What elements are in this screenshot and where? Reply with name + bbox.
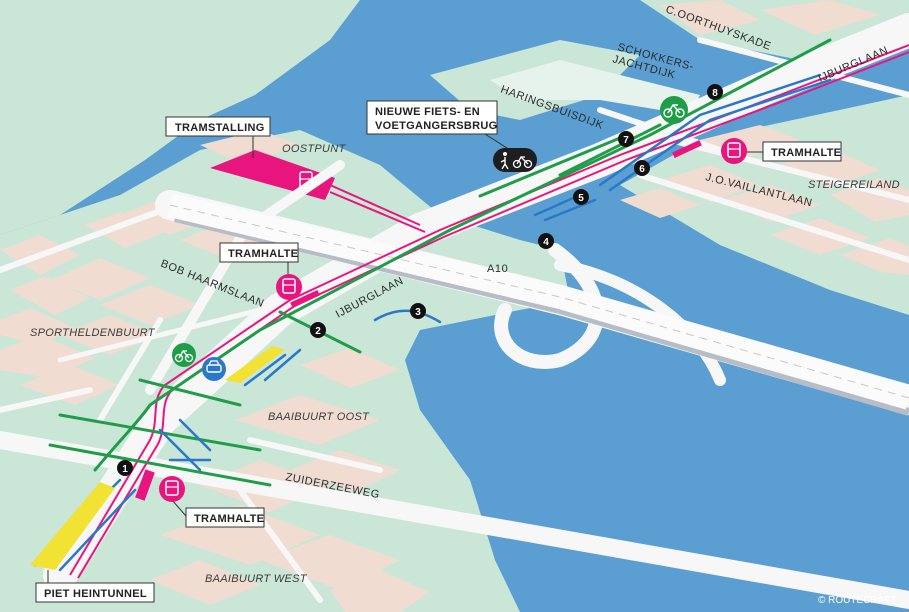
svg-text:3: 3 xyxy=(415,307,421,318)
svg-text:TRAMHALTE: TRAMHALTE xyxy=(194,513,264,525)
marker-3: 3 xyxy=(410,303,426,319)
city-blocks-north xyxy=(660,0,880,35)
marker-6: 6 xyxy=(634,160,650,176)
svg-text:TRAMSTALLING: TRAMSTALLING xyxy=(175,122,265,134)
svg-text:TRAMHALTE: TRAMHALTE xyxy=(771,147,841,159)
tramhalte-bottom-callout: TRAMHALTE xyxy=(171,499,265,528)
bike-lines xyxy=(48,38,832,487)
svg-text:VOETGANGERSBRUG: VOETGANGERSBRUG xyxy=(375,120,497,132)
marker-7: 7 xyxy=(618,131,634,147)
label-steigereiland: STEIGEREILAND xyxy=(808,179,900,191)
marker-1: 1 xyxy=(117,460,133,476)
marker-4: 4 xyxy=(538,233,554,249)
label-baaibuurt-west: BAAIBUURT WEST xyxy=(205,573,308,585)
tram-icon xyxy=(159,476,185,502)
pedestrian-bike-icon xyxy=(493,148,537,172)
tramhalte-right-callout: TRAMHALTE xyxy=(745,141,842,162)
svg-text:7: 7 xyxy=(623,135,629,146)
marker-2: 2 xyxy=(310,322,326,338)
svg-text:2: 2 xyxy=(315,326,321,337)
copyright: © ROUTECRAFT xyxy=(818,595,896,606)
marker-8: 8 xyxy=(707,84,723,100)
tunnel-ramps xyxy=(30,346,285,570)
bike-icon xyxy=(660,96,688,124)
marker-5: 5 xyxy=(573,189,589,205)
label-a10: A10 xyxy=(487,263,508,275)
svg-text:6: 6 xyxy=(639,164,645,175)
svg-text:NIEUWE FIETS- EN: NIEUWE FIETS- EN xyxy=(375,106,480,118)
tram-stop-platforms xyxy=(135,139,702,501)
label-oostpunt: OOSTPUNT xyxy=(282,143,346,155)
svg-text:1: 1 xyxy=(122,464,128,475)
tramstalling-callout: TRAMSTALLING xyxy=(165,116,271,158)
svg-text:PIET HEINTUNNEL: PIET HEINTUNNEL xyxy=(44,588,147,600)
tramhalte-top-callout: TRAMHALTE xyxy=(219,242,299,274)
svg-text:4: 4 xyxy=(543,237,549,248)
tram-icon xyxy=(276,274,302,300)
piet-heintunnel-callout: PIET HEINTUNNEL xyxy=(35,570,155,603)
tram-icon xyxy=(721,138,747,164)
land-jachtdijk xyxy=(490,60,700,115)
svg-text:8: 8 xyxy=(712,88,718,99)
tram-icon xyxy=(299,171,313,189)
label-sportheldenbuurt: SPORTHELDENBUURT xyxy=(30,327,156,339)
car-icon xyxy=(202,357,226,381)
bike-icon xyxy=(172,343,196,367)
label-baaibuurt-oost: BAAIBUURT OOST xyxy=(268,411,370,423)
nieuwe-brug-callout: NIEUWE FIETS- EN VOETGANGERSBRUG xyxy=(366,100,511,151)
svg-text:TRAMHALTE: TRAMHALTE xyxy=(228,248,298,260)
a10-lane-line xyxy=(169,204,909,399)
svg-text:5: 5 xyxy=(578,193,584,204)
